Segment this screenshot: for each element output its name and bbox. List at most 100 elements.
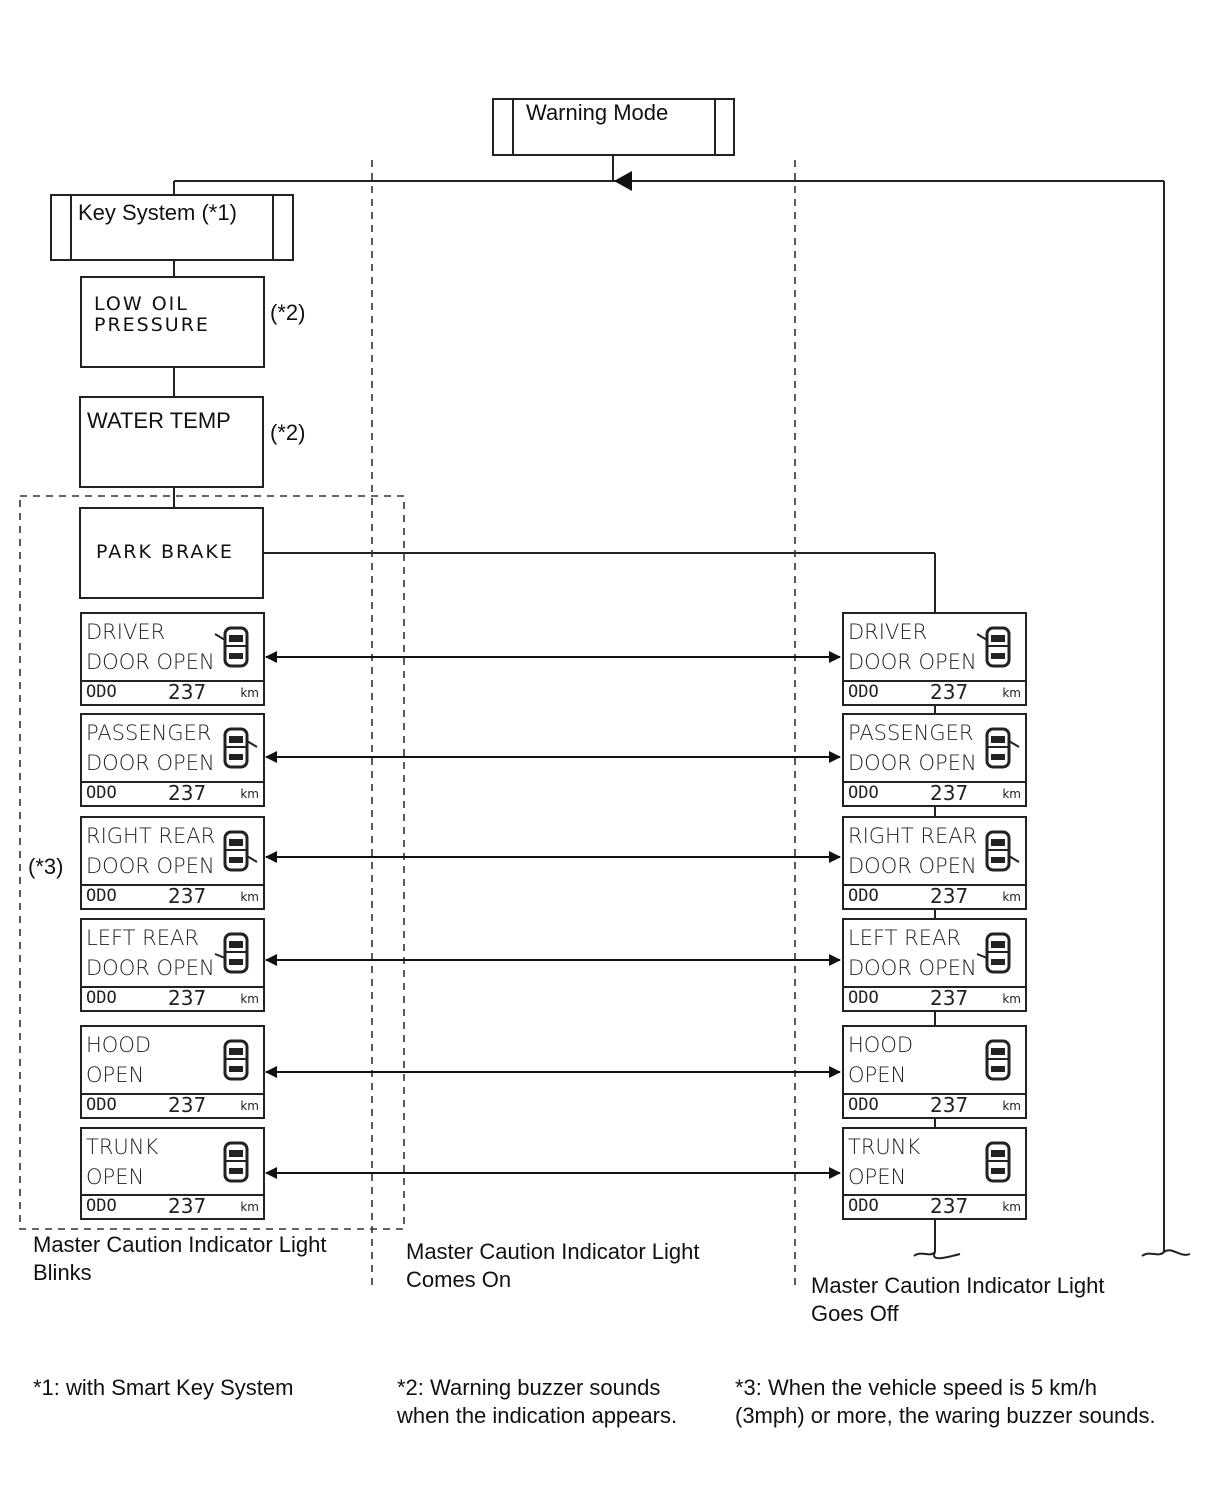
odometer-row: ODO 237 km <box>844 884 1025 908</box>
display-line-1: DRIVER <box>86 620 166 644</box>
odometer-label: ODO <box>848 988 879 1008</box>
note-ref-water-temp: (*2) <box>270 420 306 445</box>
footnote-1-line-1: *1: with Smart Key System <box>33 1375 294 1400</box>
display-line-2: OPEN <box>86 1063 145 1087</box>
park-brake-label: PARK BRAKE <box>96 541 234 563</box>
low-oil-line-1: LOW OIL <box>94 293 189 315</box>
display-line-2: OPEN <box>848 1165 907 1189</box>
odometer-label: ODO <box>848 886 879 906</box>
odometer-unit: km <box>240 787 259 801</box>
display-line-1: DRIVER <box>848 620 928 644</box>
display-line-2: DOOR OPEN <box>86 650 215 674</box>
blinks-line-1: Master Caution Indicator Light <box>33 1232 327 1257</box>
display-line-1: PASSENGER <box>86 721 212 745</box>
odometer-label: ODO <box>848 783 879 803</box>
note-ref-door-group: (*3) <box>28 854 64 879</box>
odometer-unit: km <box>240 890 259 904</box>
odometer-unit: km <box>1002 992 1021 1006</box>
car-door-icon <box>976 626 1011 668</box>
odometer-value: 237 <box>168 884 207 908</box>
comes-on-line-2: Comes On <box>406 1267 512 1292</box>
car-door-icon <box>985 1141 1011 1183</box>
connector-lines <box>173 155 1191 1260</box>
odometer-row: ODO 237 km <box>844 781 1025 805</box>
odometer-value: 237 <box>168 1194 207 1218</box>
note-ref-low-oil: (*2) <box>270 300 306 325</box>
blinks-line-2: Blinks <box>33 1260 92 1285</box>
odometer-unit: km <box>1002 787 1021 801</box>
display-line-2: OPEN <box>86 1165 145 1189</box>
park-brake-box <box>79 507 264 599</box>
low-oil-box <box>80 276 265 368</box>
odometer-value: 237 <box>930 1093 969 1117</box>
odometer-value: 237 <box>930 781 969 805</box>
odometer-value: 237 <box>930 884 969 908</box>
odometer-label: ODO <box>848 1196 879 1216</box>
display-line-2: OPEN <box>848 1063 907 1087</box>
car-door-icon <box>985 727 1020 769</box>
low-oil-line-2: PRESSURE <box>94 314 210 336</box>
column-dividers <box>19 160 796 1290</box>
comes-on-line-1: Master Caution Indicator Light <box>406 1239 700 1264</box>
display-line-2: DOOR OPEN <box>848 751 977 775</box>
warning-display-left-2: RIGHT REAR DOOR OPEN ODO 237 km <box>80 816 265 910</box>
odometer-unit: km <box>1002 686 1021 700</box>
car-door-icon <box>223 1039 249 1081</box>
odometer-value: 237 <box>168 986 207 1010</box>
goes-off-line-1: Master Caution Indicator Light <box>811 1273 1105 1298</box>
footnote-2-line-2: when the indication appears. <box>397 1403 678 1428</box>
odometer-unit: km <box>1002 890 1021 904</box>
display-line-2: DOOR OPEN <box>848 650 977 674</box>
column-label-blinks: Master Caution Indicator Light Blinks <box>33 1231 327 1287</box>
water-temp-label: WATER TEMP <box>87 408 231 433</box>
footnote-3-line-1: *3: When the vehicle speed is 5 km/h <box>735 1375 1097 1400</box>
odometer-label: ODO <box>848 682 879 702</box>
odometer-value: 237 <box>168 781 207 805</box>
car-door-icon <box>214 932 249 974</box>
display-line-2: DOOR OPEN <box>86 956 215 980</box>
warning-mode-label: Warning Mode <box>526 100 669 125</box>
odometer-row: ODO 237 km <box>82 884 263 908</box>
car-door-icon <box>223 727 258 769</box>
car-door-icon <box>976 932 1011 974</box>
display-line-2: DOOR OPEN <box>848 854 977 878</box>
column-label-goes-off: Master Caution Indicator Light Goes Off <box>811 1272 1105 1328</box>
odometer-label: ODO <box>86 886 117 906</box>
display-line-1: RIGHT REAR <box>848 824 978 848</box>
display-line-1: HOOD <box>86 1033 152 1057</box>
display-line-1: LEFT REAR <box>848 926 961 950</box>
odometer-unit: km <box>1002 1200 1021 1214</box>
low-oil-label: LOW OIL PRESSURE <box>94 294 210 336</box>
display-line-2: DOOR OPEN <box>848 956 977 980</box>
footnote-2: *2: Warning buzzer sounds when the indic… <box>397 1374 677 1430</box>
odometer-label: ODO <box>86 783 117 803</box>
display-line-1: RIGHT REAR <box>86 824 216 848</box>
display-line-2: DOOR OPEN <box>86 854 215 878</box>
car-door-icon <box>223 1141 249 1183</box>
car-door-icon <box>214 626 249 668</box>
display-line-1: HOOD <box>848 1033 914 1057</box>
odometer-label: ODO <box>86 1095 117 1115</box>
odometer-unit: km <box>240 992 259 1006</box>
footnote-3-line-2: (3mph) or more, the waring buzzer sounds… <box>735 1403 1156 1428</box>
merge-arrow <box>614 171 632 191</box>
transfer-arrows <box>265 651 841 1179</box>
goes-off-line-2: Goes Off <box>811 1301 899 1326</box>
key-system-box <box>50 194 294 261</box>
car-door-icon <box>985 1039 1011 1081</box>
